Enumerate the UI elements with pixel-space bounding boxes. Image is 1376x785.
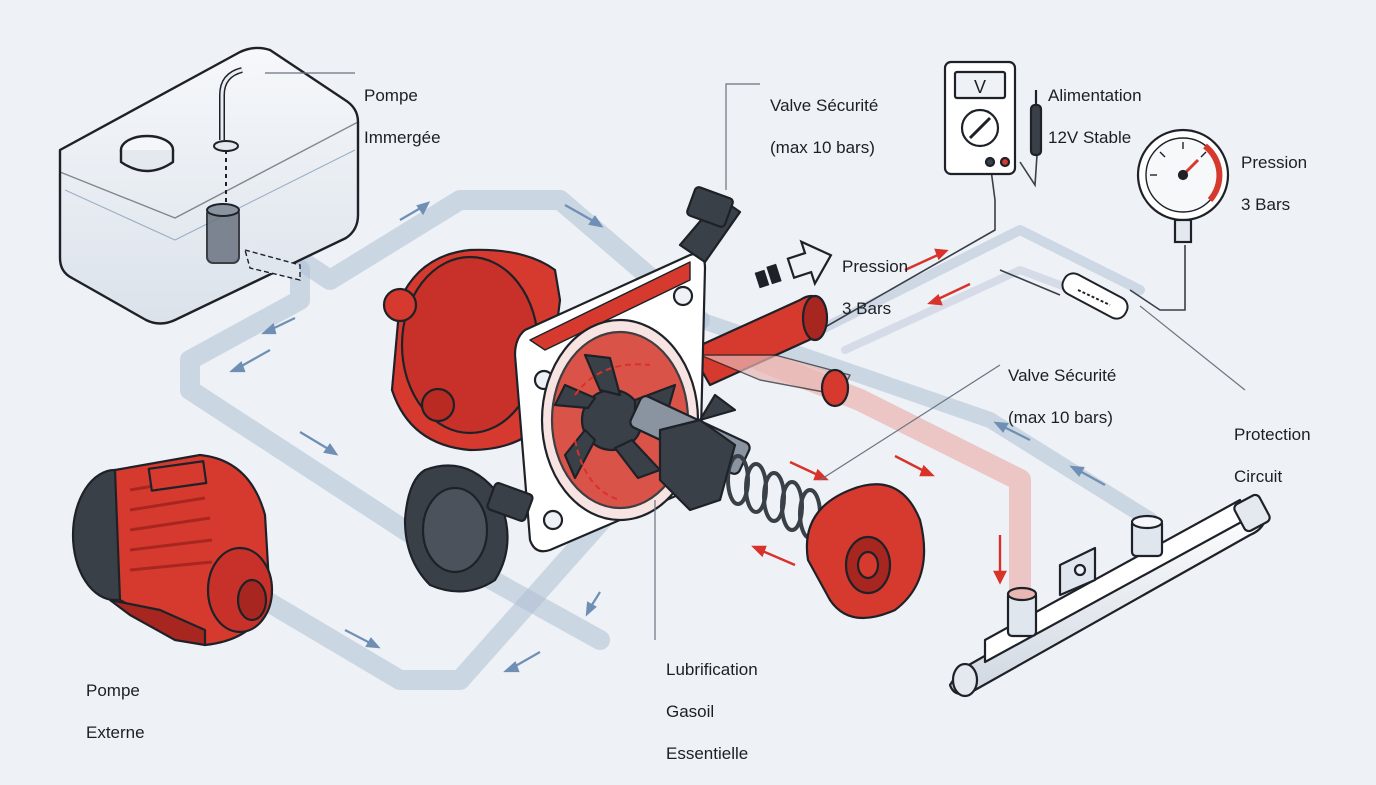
flow-arrows-red <box>649 248 1007 585</box>
rotor <box>658 393 737 512</box>
multimeter-display: V <box>974 77 986 97</box>
label-valve-securite-mid: Valve Sécurité (max 10 bars) <box>1008 366 1117 427</box>
flow-arrow <box>585 591 601 617</box>
main-pump <box>382 186 926 620</box>
flow-arrow <box>564 204 604 228</box>
flow-arrow <box>789 460 829 481</box>
label-pompe-externe: Pompe Externe <box>86 681 145 742</box>
fuel-tank <box>58 46 360 325</box>
leader-lines <box>265 72 1246 640</box>
label-pression-gauge: Pression 3 Bars <box>1241 153 1308 214</box>
flow-arrow <box>299 431 339 456</box>
flow-arrow <box>894 454 935 477</box>
flow-arrow <box>751 545 796 567</box>
multimeter <box>943 60 1043 176</box>
circuit-fuse <box>1061 272 1129 320</box>
label-pompe-immergee: Pompe Immergée <box>364 86 441 147</box>
submerged-pump <box>206 67 301 281</box>
flow-arrow <box>1069 465 1106 486</box>
label-valve-securite-top: Valve Sécurité (max 10 bars) <box>770 96 879 157</box>
label-lubrification: Lubrification Gasoil Essentielle <box>666 660 758 763</box>
flow-arrow <box>993 535 1007 585</box>
pressure-gauge <box>1136 128 1230 244</box>
flow-arrow <box>261 317 296 335</box>
flow-arrow <box>229 349 271 373</box>
label-protection-circuit: Protection Circuit <box>1234 425 1311 486</box>
external-pump <box>71 453 274 647</box>
flow-arrow <box>399 201 431 221</box>
label-pression-arrow: Pression 3 Bars <box>842 257 909 318</box>
flow-arrow <box>503 651 541 673</box>
flow-arrow <box>993 421 1031 441</box>
flow-arrow <box>904 248 949 272</box>
pump-diagram: V <box>58 46 1271 698</box>
label-alimentation: Alimentation 12V Stable <box>1048 86 1142 147</box>
pressure-arrow-icon <box>754 239 833 289</box>
flow-arrows-blue <box>229 201 1106 673</box>
flow-arrow <box>927 282 971 306</box>
flow-arrow <box>344 629 381 649</box>
fuel-rail <box>948 493 1271 698</box>
